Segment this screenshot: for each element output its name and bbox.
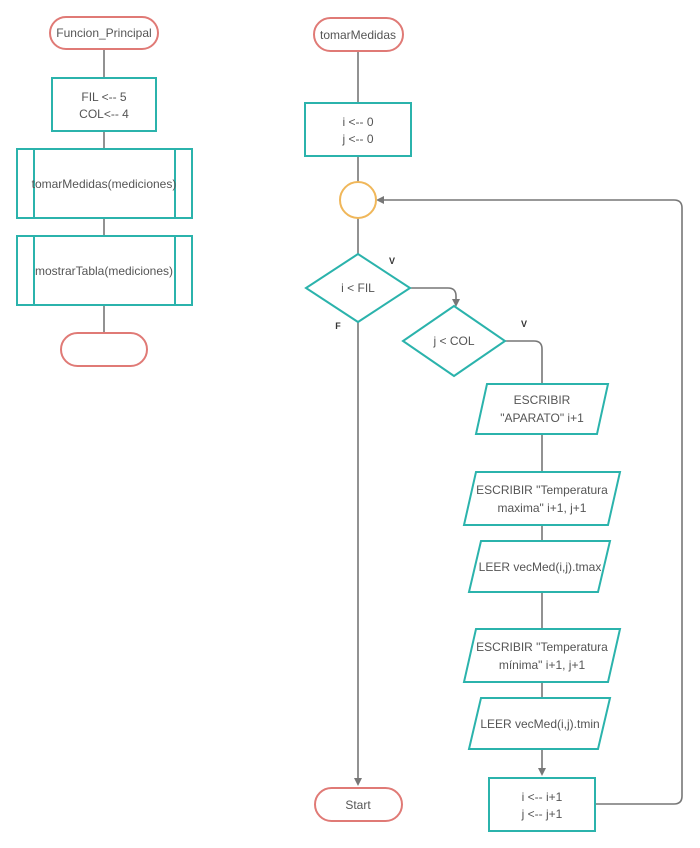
write-temp-min-line1: ESCRIBIR "Temperatura (476, 640, 608, 654)
write-temp-max-line1: ESCRIBIR "Temperatura (476, 483, 608, 497)
main-end-terminal[interactable] (60, 332, 148, 367)
cond2-true-label: V (521, 319, 527, 329)
assign-col-label: COL<-- 4 (79, 107, 129, 121)
read-tmin-label: LEER vecMed(i,j).tmin (480, 717, 599, 731)
main-start-label: Funcion_Principal (56, 26, 151, 40)
write-temp-min-box[interactable]: ESCRIBIR "Temperatura mínima" i+1, j+1 (462, 628, 622, 683)
call-mostrar-tabla-label: mostrarTabla(mediciones) (35, 264, 173, 278)
cond2-label: j < COL (432, 334, 474, 348)
assign-fil-label: FIL <-- 5 (81, 90, 127, 104)
decision-j-col[interactable]: j < COL (401, 304, 507, 378)
sub-start-terminal[interactable]: tomarMedidas (313, 17, 404, 52)
init-process-box[interactable]: i <-- 0 j <-- 0 (304, 102, 412, 157)
cond1-true-label: V (389, 256, 395, 266)
increment-process-box[interactable]: i <-- i+1 j <-- j+1 (488, 777, 596, 832)
main-flow: Funcion_Principal FIL <-- 5 COL<-- 4 tom… (16, 16, 193, 367)
write-temp-max-box[interactable]: ESCRIBIR "Temperatura maxima" i+1, j+1 (462, 471, 622, 526)
incr-j-label: j <-- j+1 (521, 807, 563, 821)
cond1-label: i < FIL (341, 281, 375, 295)
read-tmax-label: LEER vecMed(i,j).tmax (479, 560, 602, 574)
main-assign-box[interactable]: FIL <-- 5 COL<-- 4 (51, 77, 157, 132)
write-aparato-line2: "APARATO" i+1 (500, 411, 584, 425)
write-aparato-box[interactable]: ESCRIBIR "APARATO" i+1 (474, 383, 610, 435)
write-temp-min-line2: mínima" i+1, j+1 (499, 658, 586, 672)
sub-end-terminal[interactable]: Start (314, 787, 403, 822)
read-tmin-box[interactable]: LEER vecMed(i,j).tmin (467, 697, 612, 750)
main-start-terminal[interactable]: Funcion_Principal (49, 16, 159, 50)
incr-i-label: i <-- i+1 (522, 790, 563, 804)
true-branch-arrow (410, 287, 460, 307)
read-tmax-box[interactable]: LEER vecMed(i,j).tmax (467, 540, 612, 593)
call-tomar-medidas-box[interactable]: tomarMedidas(mediciones) (16, 148, 193, 219)
cond1-false-label: F (335, 321, 341, 331)
loop-back-arrow (376, 196, 683, 805)
sub-end-label: Start (345, 798, 371, 812)
write-aparato-line1: ESCRIBIR (514, 393, 571, 407)
decision-i-fil[interactable]: i < FIL (304, 252, 412, 324)
sub-flow: tomarMedidas i <-- 0 j <-- 0 i < FIL V F… (304, 17, 683, 832)
loop-connector-circle[interactable] (339, 181, 377, 219)
write-temp-max-line2: maxima" i+1, j+1 (498, 501, 587, 515)
init-j-label: j <-- 0 (341, 132, 373, 146)
call-mostrar-tabla-box[interactable]: mostrarTabla(mediciones) (16, 235, 193, 306)
cond2-true-line (505, 340, 543, 384)
init-i-label: i <-- 0 (342, 115, 373, 129)
sub-start-label: tomarMedidas (320, 28, 396, 42)
call-tomar-medidas-label: tomarMedidas(mediciones) (32, 177, 177, 191)
